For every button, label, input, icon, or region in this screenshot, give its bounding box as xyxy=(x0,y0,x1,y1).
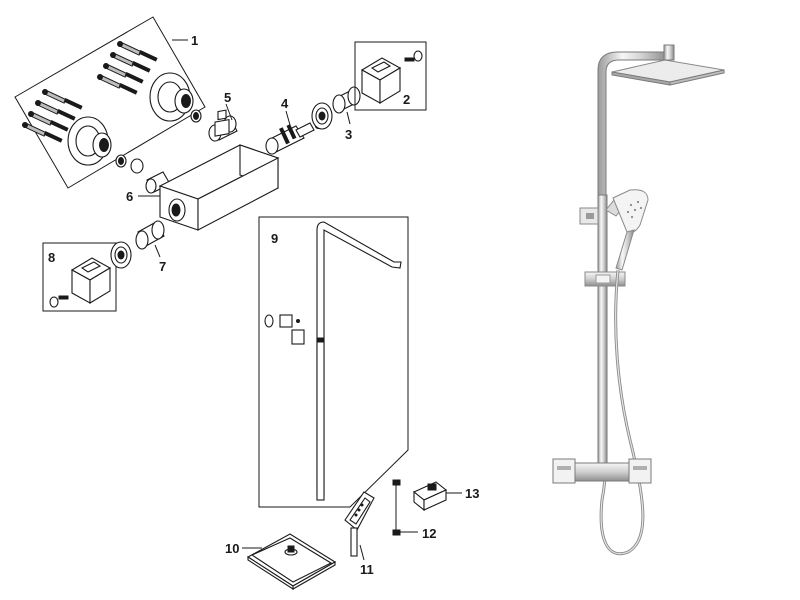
screws-lower xyxy=(22,89,83,143)
assembled-shower-system xyxy=(552,44,725,556)
callout-5: 5 xyxy=(224,90,231,105)
part-6-valve-body: 6 xyxy=(126,109,280,231)
part-8-handle-group: 8 xyxy=(42,241,132,312)
part-9-riser-group: 9 xyxy=(258,216,409,508)
connector-washers xyxy=(115,109,202,174)
part-4-cartridge: 4 xyxy=(265,96,321,155)
part-7-adaptor: 7 xyxy=(135,220,166,274)
riser-upper-pipe xyxy=(316,221,402,496)
callout-4: 4 xyxy=(281,96,289,111)
eccentric-connector-upper xyxy=(149,72,194,122)
callout-12: 12 xyxy=(422,526,436,541)
part-2-handle-group: 2 xyxy=(354,41,427,111)
callout-9: 9 xyxy=(271,231,278,246)
wall-fixing-kit-group: 1 xyxy=(14,16,206,189)
part-2-frame xyxy=(354,41,427,111)
eccentric-connector-lower xyxy=(67,116,112,166)
callout-8: 8 xyxy=(48,250,55,265)
part-9-frame xyxy=(258,216,409,508)
callout-1: 1 xyxy=(191,33,198,48)
part-8-frame xyxy=(42,242,117,312)
callout-11: 11 xyxy=(360,562,374,577)
callout-2: 2 xyxy=(403,92,410,107)
callout-7: 7 xyxy=(159,259,166,274)
part-13-holder: 13 xyxy=(412,481,479,512)
callout-6: 6 xyxy=(126,189,133,204)
assembled-head-shower xyxy=(611,59,725,83)
assembled-right-handle xyxy=(628,458,652,484)
callout-10: 10 xyxy=(225,541,239,556)
assembled-hand-shower xyxy=(612,189,649,234)
kit-frame xyxy=(14,16,206,189)
callout-13: 13 xyxy=(465,486,479,501)
part-3-adaptor: 3 xyxy=(311,86,361,142)
assembled-left-handle xyxy=(552,458,576,484)
part-11-hand-shower: 11 xyxy=(344,491,375,577)
screws-upper xyxy=(97,41,158,95)
part-12-hose: 12 xyxy=(392,479,436,541)
callout-3: 3 xyxy=(345,127,352,142)
riser-wall-bracket xyxy=(264,314,305,345)
assembled-riser-rail xyxy=(597,194,608,464)
part-10-head-shower: 10 xyxy=(225,533,337,591)
riser-lower-pipe xyxy=(316,339,325,501)
